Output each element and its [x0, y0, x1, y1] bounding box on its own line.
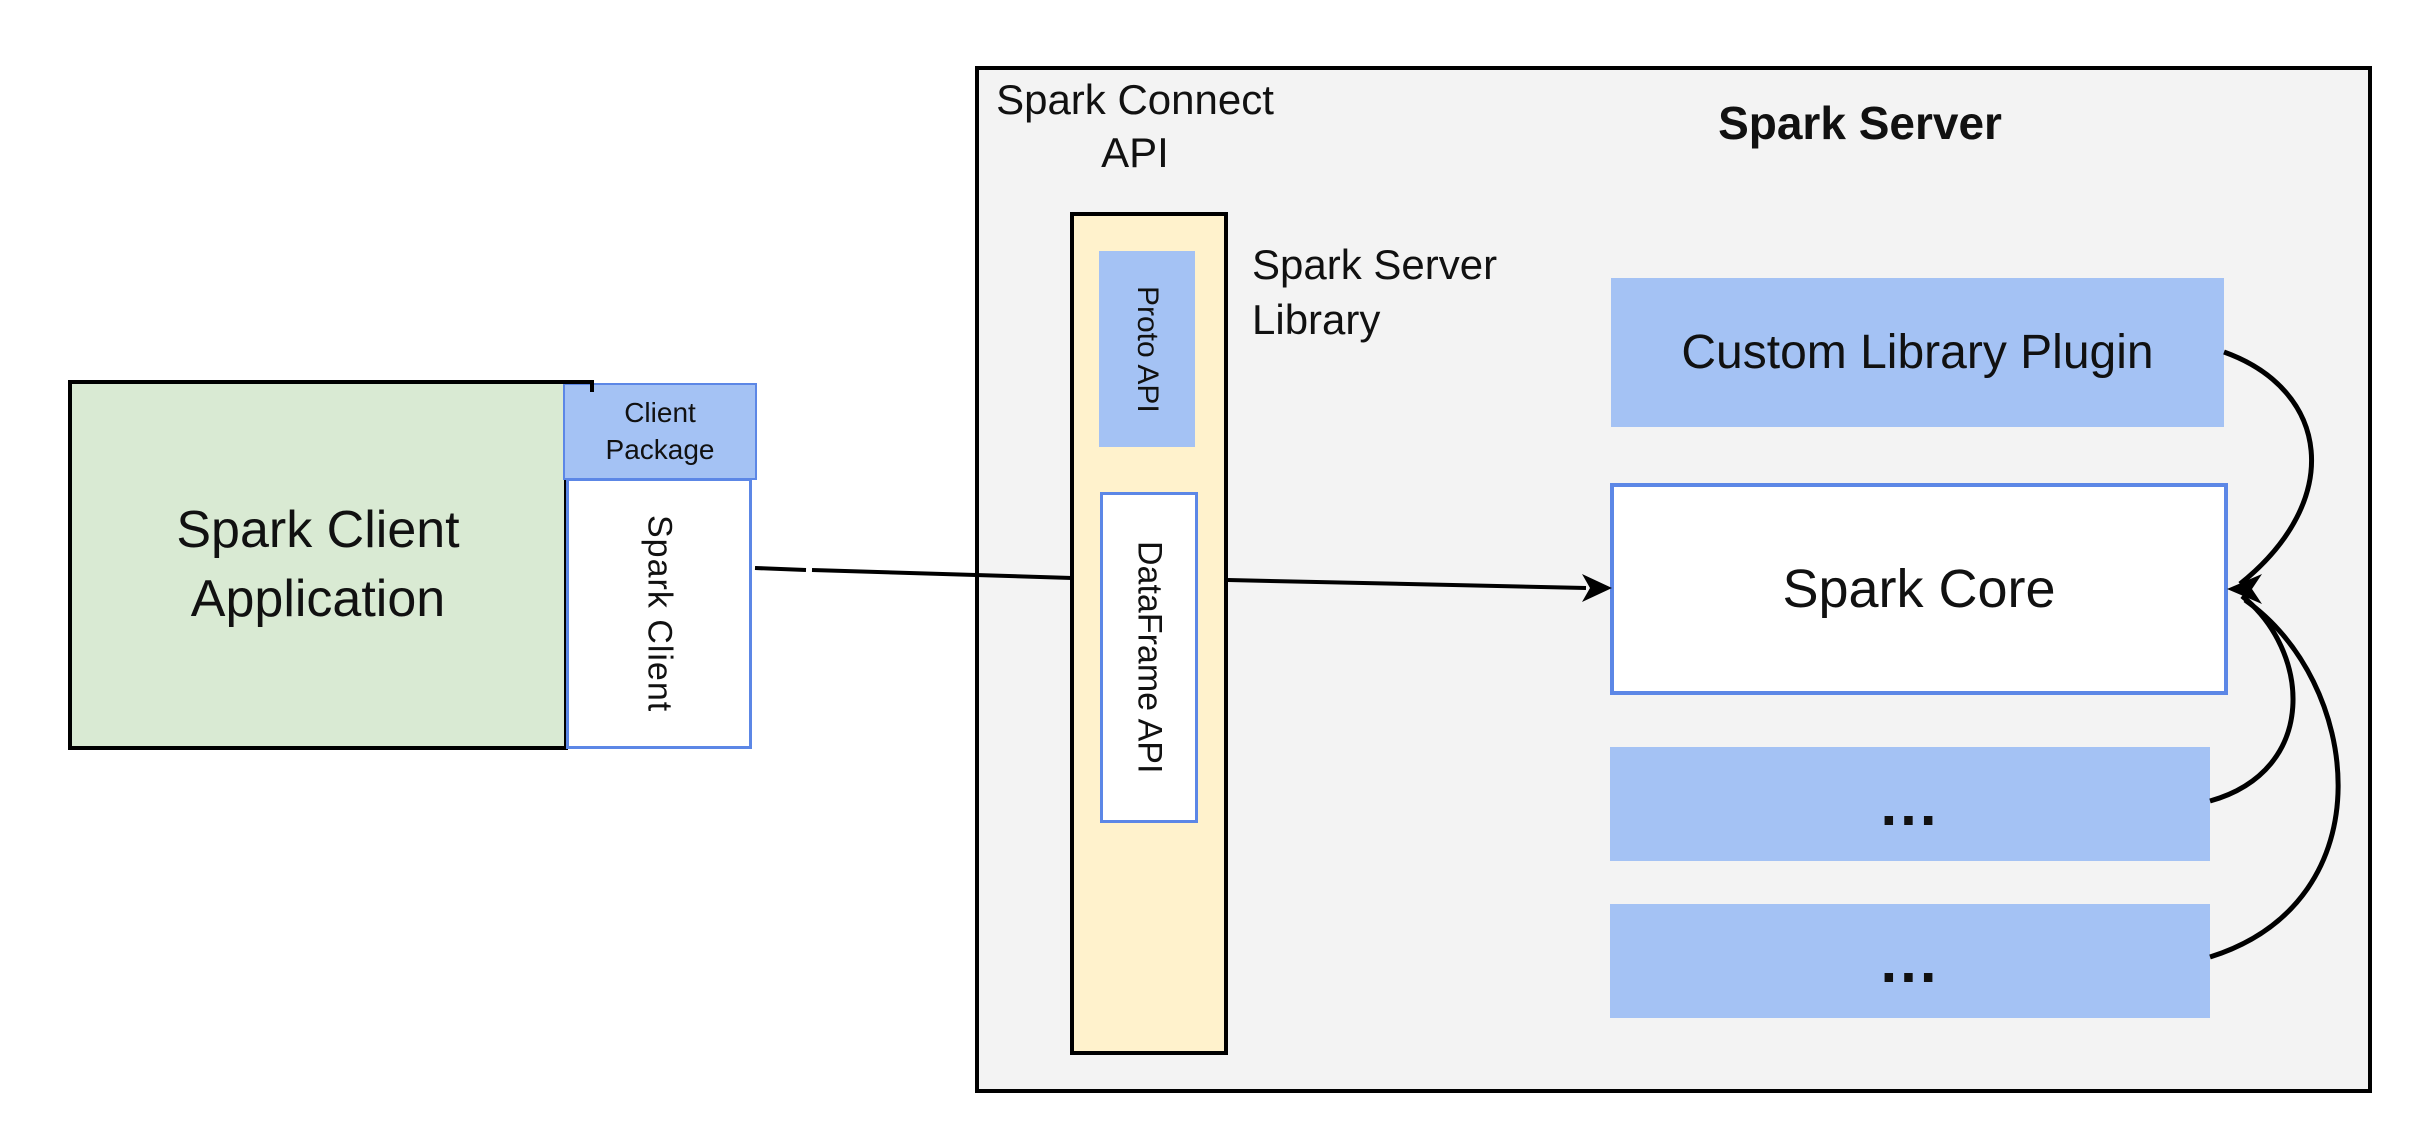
spark-client-label: Spark Client	[640, 514, 679, 713]
spark-server-library-label: Spark Server Library	[1252, 241, 1498, 343]
client-package-box: Client Package	[563, 383, 757, 480]
more-plugins-box-2: ...	[1610, 904, 2210, 1018]
spark-connect-api-label: Spark Connect API	[996, 76, 1274, 176]
proto-api-box: Proto API	[1099, 251, 1195, 447]
proto-api-label: Proto API	[1131, 285, 1164, 413]
client-package-label: Client Package	[605, 397, 715, 465]
dataframe-api-label: DataFrame API	[1130, 541, 1169, 774]
spark-core-label: Spark Core	[1782, 559, 2056, 619]
spark-client-application-box: Spark Client Application	[68, 380, 568, 750]
spark-client-box: Spark Client	[566, 478, 752, 749]
custom-library-plugin-label: Custom Library Plugin	[1681, 326, 2154, 379]
custom-library-plugin-box: Custom Library Plugin	[1611, 278, 2224, 427]
dataframe-api-box: DataFrame API	[1100, 492, 1198, 823]
more-plugins-label-2: ...	[1880, 927, 1940, 995]
more-plugins-box-1: ...	[1610, 747, 2210, 861]
spark-client-application-label: Spark Client Application	[176, 501, 460, 628]
spark-server-title: Spark Server	[1718, 97, 2002, 149]
spark-core-box: Spark Core	[1610, 483, 2228, 695]
more-plugins-label-1: ...	[1880, 770, 1940, 838]
arrow-client-to-connect-api-seg1	[754, 566, 807, 572]
